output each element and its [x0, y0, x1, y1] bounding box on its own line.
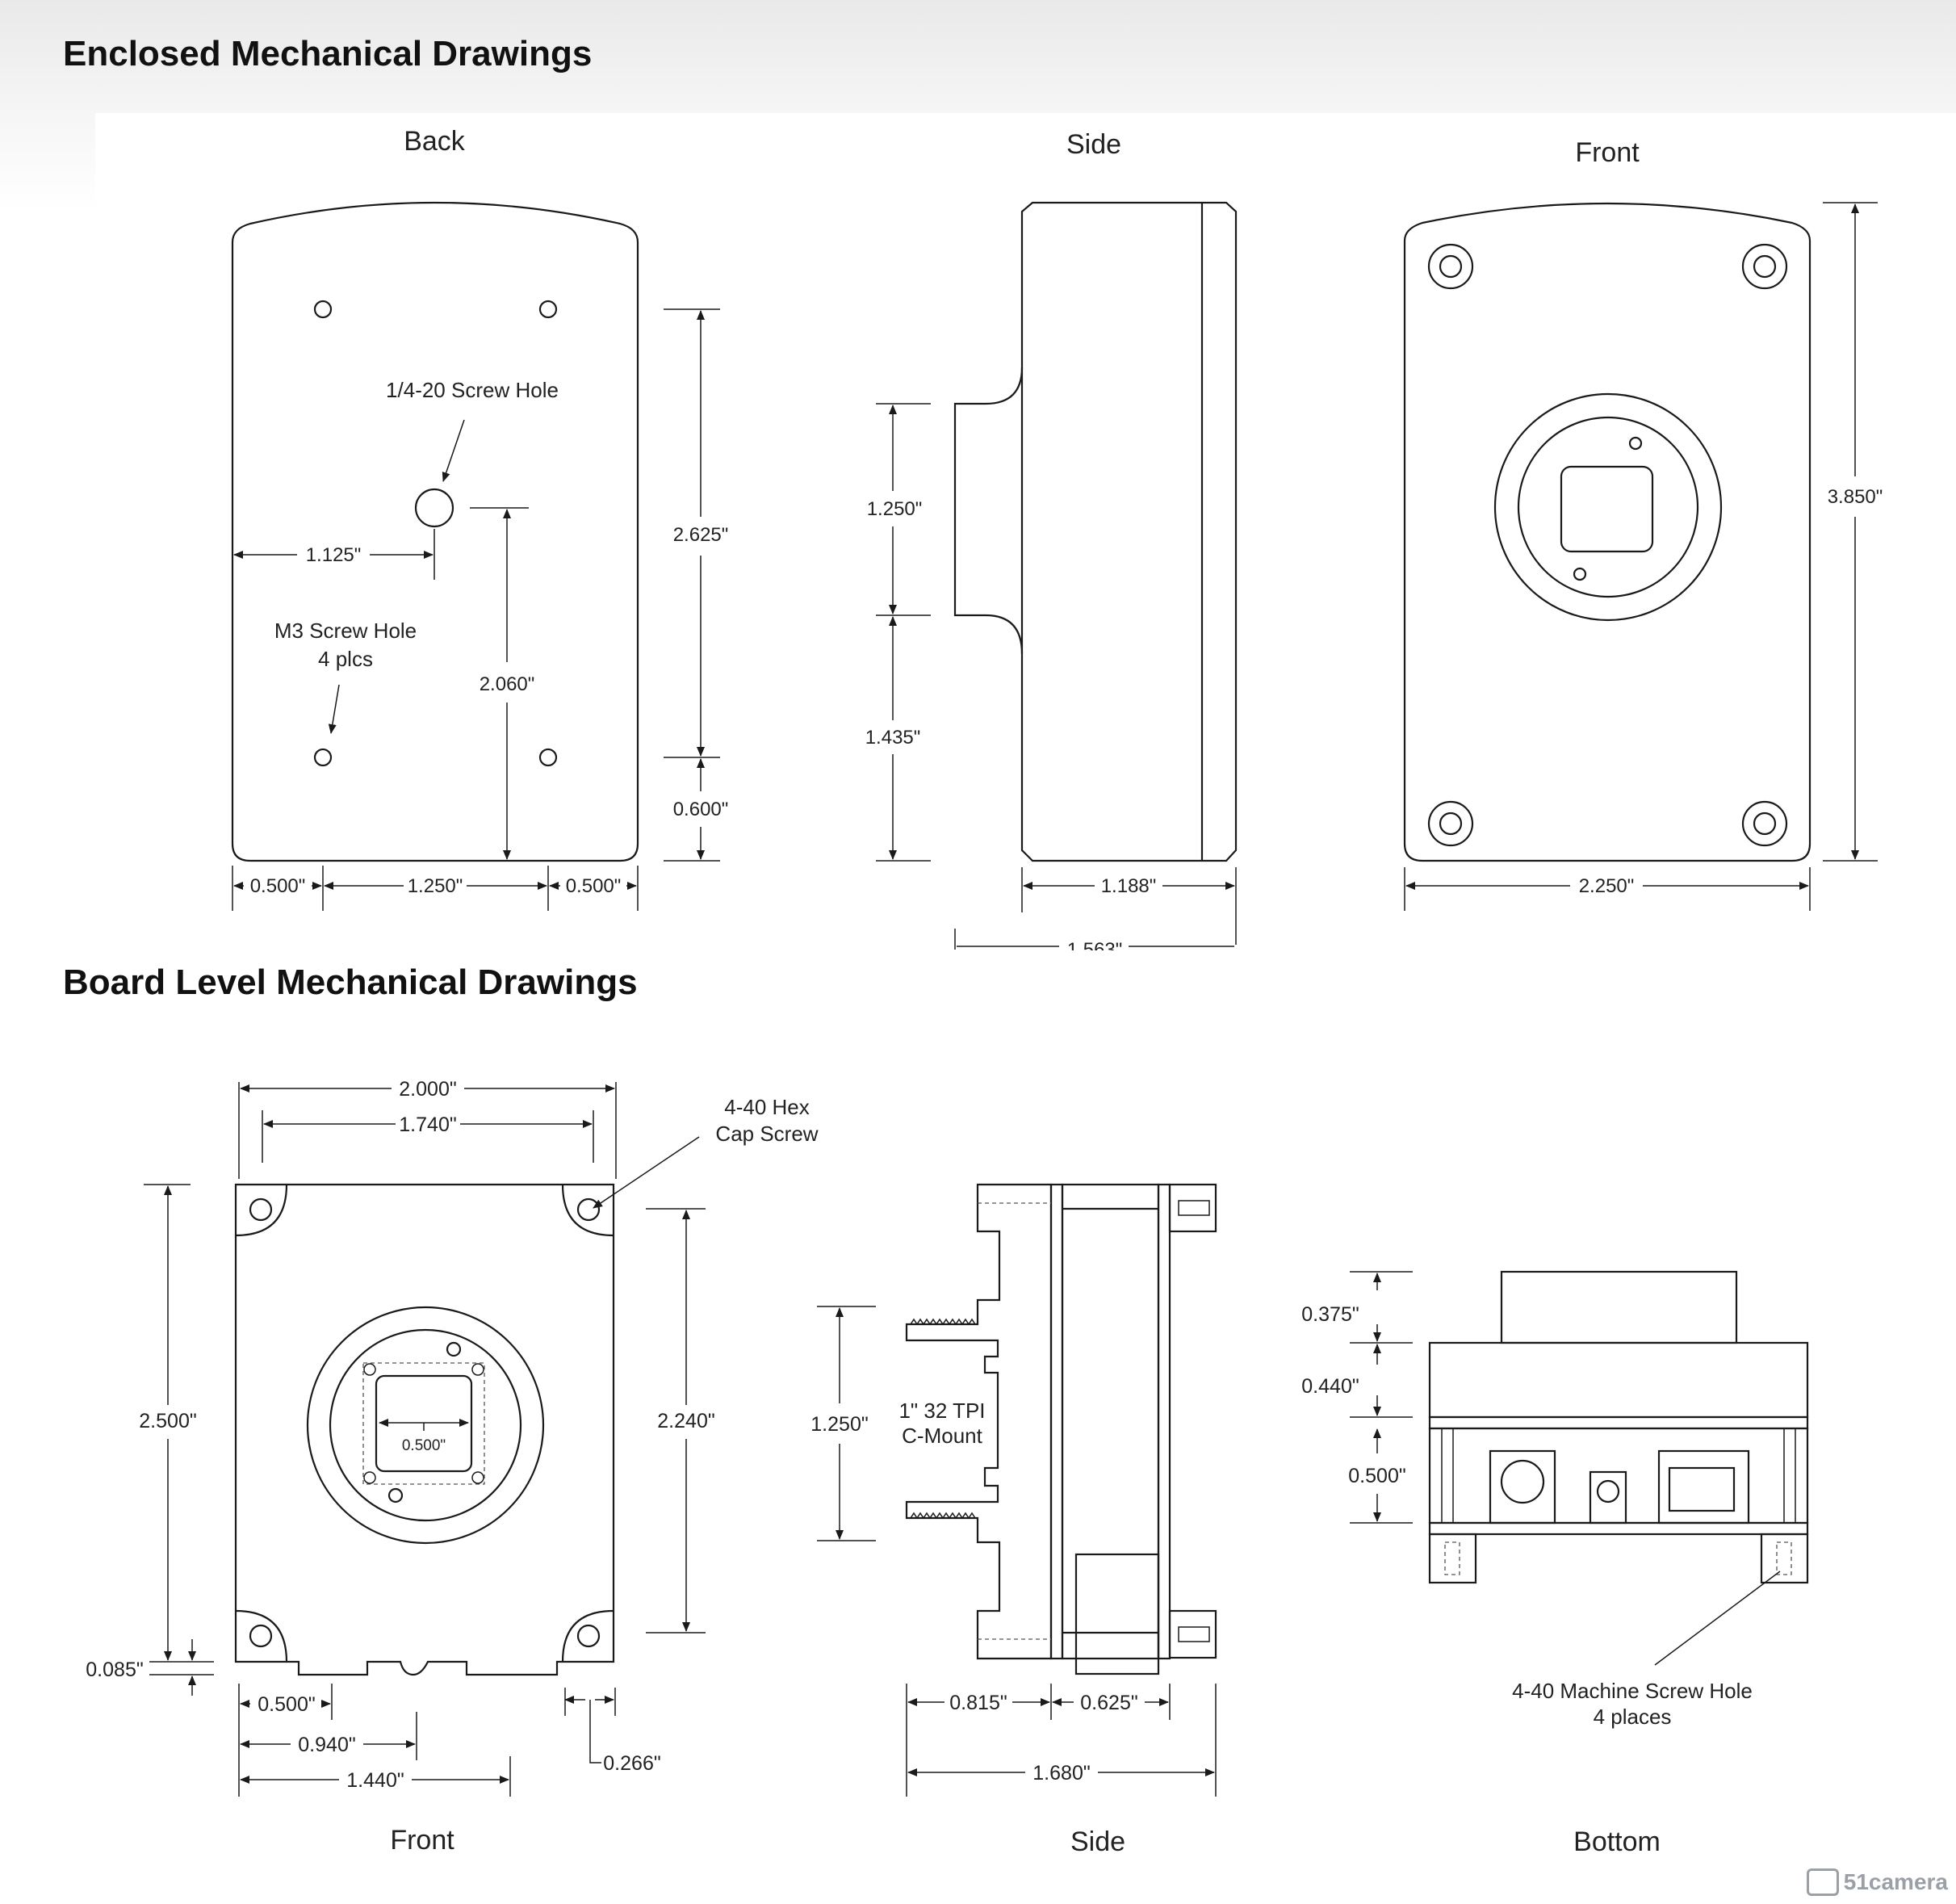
m3-hole-bottom-left [313, 748, 333, 767]
dim-board-side-0625: 0.625" [1080, 1692, 1137, 1714]
dim-board-1440: 1.440" [346, 1769, 404, 1792]
lens-mount-block [1500, 1270, 1738, 1344]
dim-2625: 2.625" [673, 524, 729, 546]
enclosed-back-label: Back [404, 126, 466, 157]
dim-board-2500: 2.500" [139, 1410, 196, 1432]
board-bottom-view: Bottom 0.375" 0.440" 0.500" [1301, 1270, 1809, 1857]
board-lens-mount-outer [306, 1306, 545, 1545]
tripod-hole [414, 488, 454, 528]
board-hole-tr [576, 1197, 601, 1222]
thread-bottom [910, 1512, 976, 1520]
dim-board-0085: 0.085" [86, 1659, 143, 1681]
board-bottom-label: Bottom [1573, 1826, 1661, 1857]
dim-1125: 1.125" [306, 544, 362, 566]
enclosed-front-view: Front 3.850" 2.250" [1403, 137, 1883, 911]
dim-0600: 0.600" [673, 799, 729, 820]
watermark-logo: 51camera [1806, 1868, 1948, 1896]
dim-0500-right: 0.500" [566, 875, 622, 897]
dim-board-2240: 2.240" [657, 1410, 714, 1432]
dim-board-2000: 2.000" [399, 1078, 456, 1101]
board-side-view: Side 1" 32 TPI C-Mount 1.250" [810, 1183, 1217, 1857]
screw-hole-note: 1/4-20 Screw Hole [386, 378, 559, 402]
board-section-title: Board Level Mechanical Drawings [63, 962, 638, 1002]
dim-board-side-1250: 1.250" [810, 1413, 868, 1436]
c-mount-note-2: C-Mount [902, 1424, 982, 1448]
standoff-right [1760, 1533, 1809, 1584]
board-sensor-window [375, 1374, 473, 1473]
board-front-view: Front 0.500" 4-40 Hex Cap Screw [86, 1078, 819, 1856]
thread-top [910, 1318, 976, 1326]
side-housing-outline [1020, 201, 1238, 862]
c-mount-body [905, 1183, 1053, 1660]
watermark-text: 51camera [1843, 1869, 1948, 1894]
dim-bottom-0440: 0.440" [1301, 1375, 1359, 1398]
dim-side-1250: 1.250" [867, 498, 923, 520]
enclosed-side-view: Side 1.250" 1.435" 1.188" 1.563" [865, 129, 1238, 961]
dim-side-1188: 1.188" [1101, 875, 1157, 897]
board-hole-bl [249, 1624, 273, 1648]
dim-board-side-1680: 1.680" [1032, 1762, 1090, 1784]
hex-screw-note-1: 4-40 Hex [724, 1095, 810, 1119]
dim-1250: 1.250" [408, 875, 463, 897]
camera-icon [1806, 1868, 1839, 1896]
screw-hole-leader [442, 419, 465, 482]
machine-screw-note-2: 4 places [1594, 1705, 1672, 1729]
standoff-left [1428, 1533, 1477, 1584]
m3-hole-top-right [538, 300, 558, 319]
back-housing-outline [231, 201, 639, 862]
lens-mount-outer [1493, 392, 1723, 622]
dim-bottom-0375: 0.375" [1301, 1303, 1359, 1326]
m3-hole-leader [328, 684, 340, 734]
enclosed-side-label: Side [1066, 129, 1121, 160]
front-housing-outline [1403, 202, 1811, 862]
dim-board-0266: 0.266" [603, 1752, 660, 1775]
lens-mount-inner [1517, 416, 1699, 598]
c-mount-note-1: 1" 32 TPI [898, 1399, 985, 1423]
dim-side-1435: 1.435" [865, 727, 921, 749]
front-screw-bl [1427, 800, 1474, 847]
enclosed-back-view: Back 1/4-20 Screw Hole M3 Screw Hole 4 p… [231, 126, 729, 911]
m3-hole-bottom-right [538, 748, 558, 767]
dim-0500-left: 0.500" [250, 875, 306, 897]
hex-screw-note-2: Cap Screw [715, 1122, 818, 1146]
board-outline [234, 1183, 615, 1676]
dim-bottom-0500: 0.500" [1348, 1465, 1405, 1487]
m3-hole-top-left [313, 300, 333, 319]
dim-2060: 2.060" [480, 673, 535, 695]
dim-board-0940: 0.940" [298, 1734, 355, 1756]
m3-hole-note-1: M3 Screw Hole [274, 619, 417, 643]
board-front-label: Front [390, 1825, 454, 1856]
dim-front-3850: 3.850" [1828, 486, 1883, 508]
board-lens-mount-inner [329, 1328, 522, 1522]
machine-screw-note-1: 4-40 Machine Screw Hole [1512, 1679, 1753, 1703]
board-hole-br [576, 1624, 601, 1648]
hex-screw-leader [593, 1136, 700, 1209]
drawing-panel [95, 113, 1956, 953]
board-hole-tl [249, 1197, 273, 1222]
dim-board-0500: 0.500" [258, 1693, 315, 1716]
standoff-bottom [1168, 1609, 1217, 1659]
board-side-label: Side [1070, 1826, 1125, 1857]
standoff-top [1168, 1183, 1217, 1233]
dim-front-2250: 2.250" [1579, 875, 1635, 897]
dim-board-1740: 1.740" [399, 1113, 456, 1136]
side-mount-boss [953, 367, 1024, 655]
enclosed-section-title: Enclosed Mechanical Drawings [63, 34, 593, 73]
sensor-window [1560, 465, 1654, 553]
enclosed-front-label: Front [1575, 137, 1640, 168]
front-screw-br [1741, 800, 1788, 847]
dim-board-side-0815: 0.815" [949, 1692, 1007, 1714]
machine-screw-leader [1654, 1571, 1781, 1666]
dim-board-0500-inner: 0.500" [402, 1437, 446, 1454]
front-screw-tl [1427, 243, 1474, 290]
m3-hole-note-2: 4 plcs [318, 647, 373, 671]
front-screw-tr [1741, 243, 1788, 290]
